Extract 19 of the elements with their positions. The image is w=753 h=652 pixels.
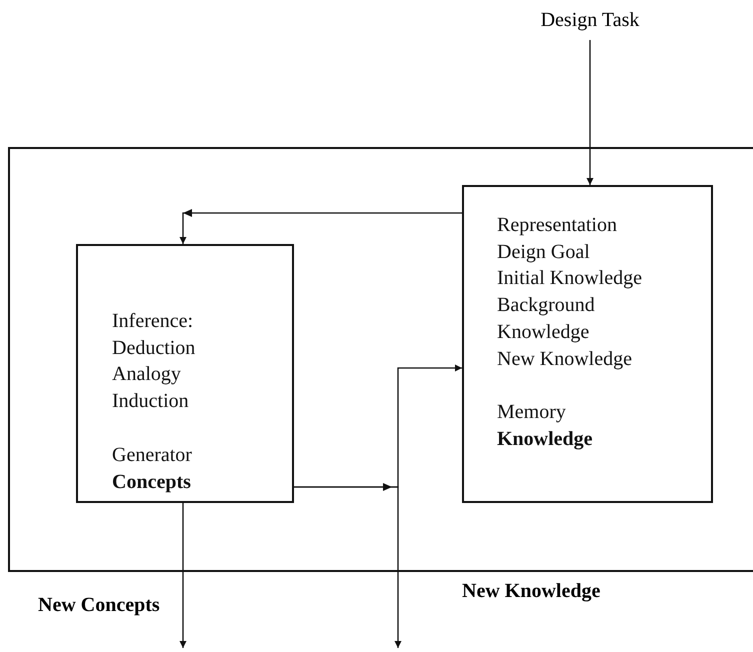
list-item: Concepts	[112, 470, 192, 495]
list-item: Background Knowledge	[497, 293, 596, 345]
component-box	[76, 244, 294, 503]
output-label: New Concepts	[38, 594, 160, 617]
list-item: Inference:	[112, 309, 194, 334]
list-item: Generator	[112, 442, 193, 468]
input-label: Design Task	[535, 6, 645, 34]
frame-box	[8, 147, 753, 572]
list-item: Representation	[497, 213, 618, 238]
component-box	[462, 185, 713, 503]
list-item: Induction	[112, 389, 190, 414]
list-item: Analogy	[112, 362, 182, 388]
list-item: New Knowledge	[497, 346, 633, 372]
list-item: Knowledge	[497, 426, 594, 452]
list-item: Memory	[497, 400, 567, 426]
list-item: Deduction	[112, 336, 196, 361]
list-item: Deign Goal	[497, 240, 591, 265]
output-label: New Knowledge	[462, 580, 600, 603]
list-item: Initial Knowledge	[497, 266, 643, 292]
